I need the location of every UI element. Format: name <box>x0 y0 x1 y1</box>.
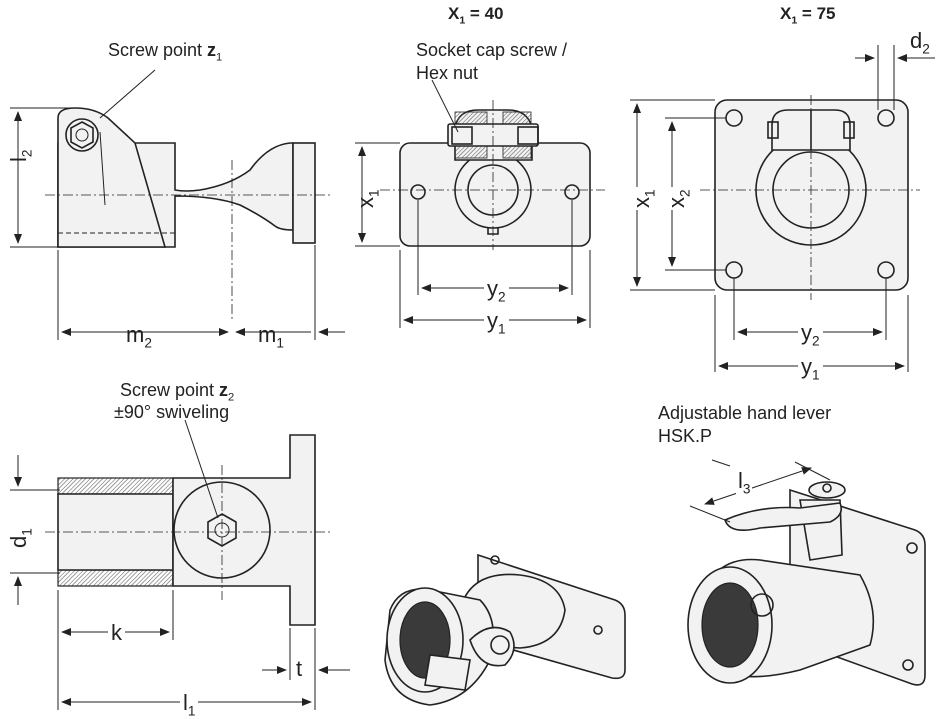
dim-l1-sub: 1 <box>187 703 196 719</box>
dim-m2: m2 <box>126 322 152 350</box>
dim-x2-b-main: x <box>664 197 689 208</box>
dim-m2-sub: 2 <box>144 335 152 351</box>
dim-y2-b: y2 <box>798 320 823 349</box>
dim-y1-b-sub: 1 <box>812 367 820 383</box>
header-x1-40-main: X <box>448 4 460 23</box>
dim-y1-a: y1 <box>484 308 509 337</box>
dim-m1: m1 <box>258 322 284 350</box>
dim-y2-a-sub: 2 <box>498 289 506 305</box>
note-screw-point-z1-sub: 1 <box>216 51 223 64</box>
note-socket-cap-line2: Hex nut <box>416 63 479 83</box>
dim-l3: l3 <box>736 468 753 497</box>
dim-d1: d1 <box>6 528 34 548</box>
dim-x1-a: x1 <box>353 189 381 208</box>
section-view <box>10 419 350 710</box>
header-x1-75-rest: = 75 <box>797 4 836 23</box>
dim-y2-a: y2 <box>484 276 509 305</box>
dim-y2-a-main: y <box>487 276 498 301</box>
dim-k: k <box>108 620 125 646</box>
dim-m1-sub: 1 <box>276 335 284 351</box>
note-hand-lever-line2: HSK.P <box>658 426 713 446</box>
isometric-view-a <box>384 553 626 706</box>
dim-d1-sub: 1 <box>19 528 35 536</box>
dim-l3-sub: 3 <box>742 481 751 497</box>
dim-d2: d2 <box>910 28 930 56</box>
dim-x1-b-sub: 1 <box>642 189 658 197</box>
note-screw-point-z2-sub: 2 <box>228 391 235 404</box>
note-screw-point-z1: Screw point z1 <box>108 40 222 64</box>
header-x1-75: X1 = 75 <box>780 4 836 26</box>
header-x1-75-sub: 1 <box>791 14 798 27</box>
dim-x1-a-sub: 1 <box>366 189 382 197</box>
dim-y1-a-main: y <box>487 308 498 333</box>
front-view-x75 <box>630 45 935 372</box>
dim-y2-b-main: y <box>801 320 812 345</box>
dim-y1-b-main: y <box>801 354 812 379</box>
dim-y1-b: y1 <box>798 354 823 383</box>
dim-y2-b-sub: 2 <box>812 333 820 349</box>
header-x1-40: X1 = 40 <box>448 4 504 26</box>
dim-d2-main: d <box>910 28 923 53</box>
side-view-top <box>10 69 345 340</box>
dim-d1-main: d <box>6 535 31 548</box>
dim-l1: l1 <box>180 690 199 719</box>
header-x1-40-rest: = 40 <box>465 4 504 23</box>
dim-m1-main: m <box>258 322 277 347</box>
dim-l2-main: l <box>6 157 31 162</box>
dim-y1-a-sub: 1 <box>498 321 506 337</box>
dim-x1-a-main: x <box>353 197 378 208</box>
note-swiveling: ±90° swiveling <box>114 402 230 422</box>
header-x1-75-main: X <box>780 4 792 23</box>
note-hand-lever-line1: Adjustable hand lever <box>658 403 832 423</box>
note-screw-point-z1-text: Screw point <box>108 40 208 60</box>
dim-t: t <box>296 656 303 681</box>
note-socket-cap-line1: Socket cap screw / <box>416 40 568 60</box>
dim-x1-b-main: x <box>629 197 654 208</box>
dim-l1-main: l <box>183 690 188 715</box>
note-screw-point-z1-bold: z <box>207 40 217 60</box>
isometric-view-b <box>687 459 926 686</box>
dim-m2-main: m <box>126 322 145 347</box>
front-view-x40 <box>355 79 605 328</box>
dim-x2-b: x2 <box>664 187 693 210</box>
dim-l3-main: l <box>738 468 743 493</box>
header-x1-40-sub: 1 <box>459 14 466 27</box>
note-screw-point-z2-bold: z <box>219 380 229 400</box>
note-screw-point-z2: Screw point z2 <box>120 380 234 404</box>
note-screw-point-z2-text: Screw point <box>120 380 220 400</box>
dim-x2-b-sub: 2 <box>677 189 693 197</box>
dim-d2-sub: 2 <box>922 41 930 57</box>
dim-l2-sub: 2 <box>19 149 35 158</box>
dim-x1-b: x1 <box>629 187 658 210</box>
dim-l2: l2 <box>6 150 34 162</box>
